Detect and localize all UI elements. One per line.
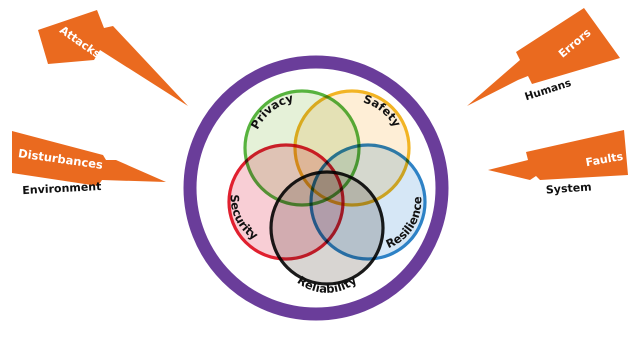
- threat-subtitle: Environment: [22, 180, 102, 197]
- lightning-bolt-shape: [12, 131, 166, 186]
- threat-attacks: Attacks: [38, 10, 188, 106]
- threat-subtitle: System: [545, 180, 592, 196]
- lightning-bolt-shape: [467, 8, 620, 106]
- label-reliability: Reliability: [295, 273, 360, 296]
- threat-errors: Errors Humans: [467, 8, 620, 106]
- label-reliability-text: Reliability: [295, 273, 360, 296]
- attribute-circles: [227, 89, 427, 286]
- threat-disturbances: Disturbances Environment: [12, 131, 166, 197]
- circle-reliability: [269, 170, 385, 286]
- threat-faults: Faults System: [488, 130, 628, 197]
- lightning-bolt-shape: [38, 10, 188, 106]
- lightning-bolt-shape: [488, 130, 628, 180]
- trustworthiness-ring: [183, 55, 449, 321]
